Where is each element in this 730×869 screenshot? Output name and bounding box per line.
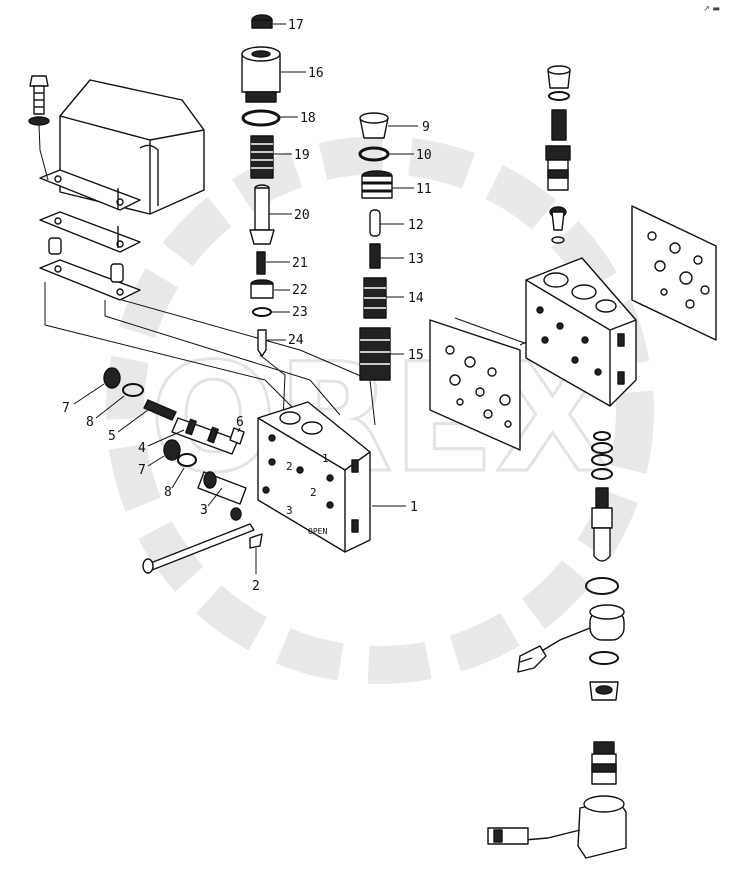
callout-13: 13	[408, 252, 424, 267]
callout-11: 11	[416, 182, 432, 197]
callout-6: 6	[236, 415, 244, 430]
callout-14: 14	[408, 291, 424, 306]
seal-18	[241, 109, 281, 127]
solenoid-coil	[517, 604, 625, 673]
ring-23	[252, 307, 272, 317]
washer-small	[230, 507, 242, 521]
valve-body	[257, 401, 371, 553]
callout-7-lower: 7	[138, 463, 146, 478]
callout-8-lower: 8	[164, 485, 172, 500]
spring-seat-11	[361, 170, 393, 199]
corner-mark: ↗ ▬	[703, 4, 720, 13]
callout-18: 18	[300, 111, 316, 126]
callout-21: 21	[292, 256, 308, 271]
spring-13	[369, 243, 381, 269]
body-mark-1: 1	[322, 452, 329, 465]
body-mark-2a: 2	[286, 460, 293, 473]
callout-17: 17	[288, 18, 304, 33]
pin-21	[256, 251, 266, 275]
spring-14	[363, 277, 387, 319]
screw-2	[249, 533, 263, 549]
body-markings: 1 2 2 3 OPEN	[286, 452, 329, 536]
solenoid-assembly	[487, 741, 627, 859]
bolt-top-left	[28, 75, 50, 126]
gasket-plate-3	[39, 259, 141, 301]
long-bolt	[142, 523, 255, 574]
oring-8-upper	[122, 383, 144, 397]
valve-cover	[59, 79, 205, 215]
plug-16	[241, 46, 281, 103]
callout-23: 23	[292, 305, 308, 320]
pin-12	[369, 209, 381, 237]
body-mark-open: OPEN	[308, 527, 327, 536]
callout-16: 16	[308, 66, 324, 81]
callout-22: 22	[292, 283, 308, 298]
plug-7-lower	[163, 439, 181, 461]
gasket-plate-1	[39, 169, 141, 211]
dowel-pins	[48, 188, 124, 283]
callout-4: 4	[138, 441, 146, 456]
callout-9: 9	[422, 120, 430, 135]
plate-left	[429, 319, 521, 451]
callout-8-upper: 8	[86, 415, 94, 430]
spring-5	[143, 399, 177, 421]
plate-right	[631, 205, 717, 341]
spring-19	[250, 135, 274, 179]
callout-7-upper: 7	[62, 401, 70, 416]
body-mark-3: 3	[286, 504, 293, 517]
callout-2: 2	[252, 579, 260, 594]
callout-5: 5	[108, 429, 116, 444]
callout-3: 3	[200, 503, 208, 518]
callout-12: 12	[408, 218, 424, 233]
nozzle-24	[257, 329, 267, 357]
right-stack-bottom	[589, 651, 619, 701]
callout-19: 19	[294, 148, 310, 163]
spring-15	[359, 327, 391, 381]
valve-block-right	[525, 257, 637, 407]
right-stack-top	[545, 65, 571, 244]
right-stack-lower	[585, 431, 619, 595]
spool-4	[171, 417, 239, 455]
gasket-plate-2	[39, 211, 141, 253]
callout-10: 10	[416, 148, 432, 163]
spool-20	[249, 184, 275, 245]
callout-15: 15	[408, 348, 424, 363]
callout-labels: 17 16 18 19 20 21 22 23 24 9 10 11 12 13…	[62, 18, 432, 594]
callout-20: 20	[294, 208, 310, 223]
callout-24: 24	[288, 333, 304, 348]
body-mark-2b: 2	[310, 486, 317, 499]
oring-8-lower	[177, 453, 197, 467]
callout-1: 1	[410, 500, 418, 515]
leader-lines	[73, 23, 418, 574]
pin-6	[229, 427, 245, 445]
plug-7-upper	[103, 367, 121, 389]
cap-17	[251, 14, 273, 29]
cap-9	[359, 112, 389, 139]
seat-22	[250, 279, 274, 299]
